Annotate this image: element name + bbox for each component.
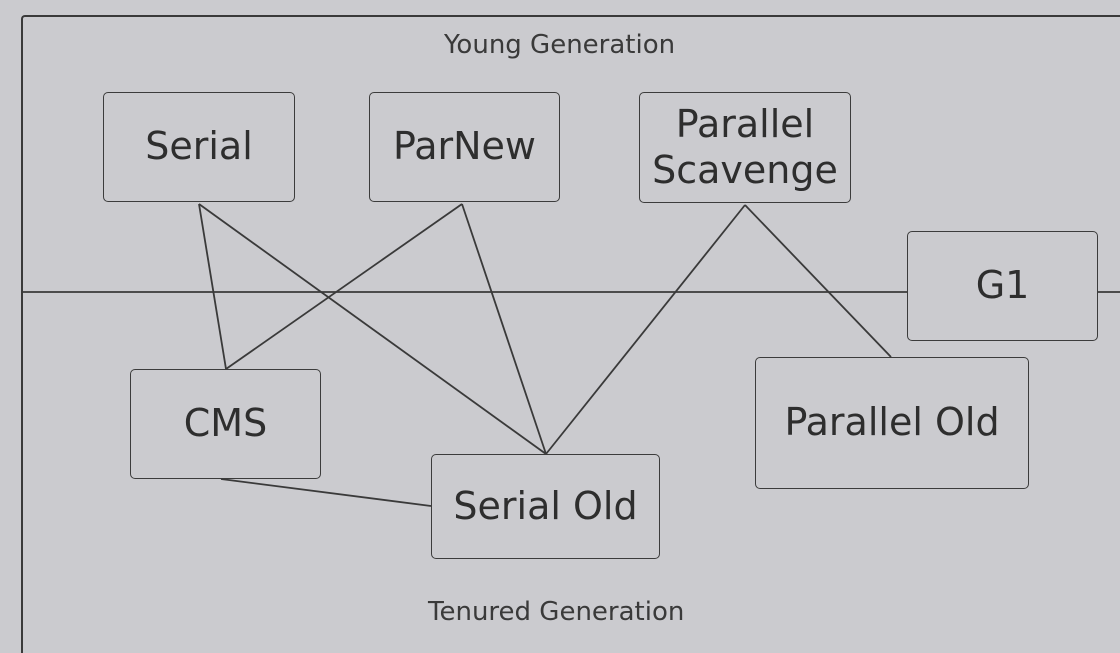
young-generation-label: Young Generation xyxy=(444,30,676,60)
connection-parallel-scavenge-to-serial-old xyxy=(545,204,746,455)
cms-collector-box[interactable]: CMS xyxy=(130,369,321,479)
serial-old-collector-box[interactable]: Serial Old xyxy=(431,454,660,559)
cms-label: CMS xyxy=(183,401,268,446)
connection-parnew-to-cms xyxy=(225,203,463,370)
parallel-scavenge-label: Parallel Scavenge xyxy=(652,101,838,192)
connection-serial-to-serial-old xyxy=(198,203,547,455)
serial-label: Serial xyxy=(145,124,253,169)
diagram-frame xyxy=(21,15,1120,653)
parallel-old-label: Parallel Old xyxy=(784,400,1000,445)
parnew-collector-box[interactable]: ParNew xyxy=(369,92,560,202)
parallel-old-collector-box[interactable]: Parallel Old xyxy=(755,357,1029,489)
tenured-generation-label: Tenured Generation xyxy=(428,597,685,627)
parnew-label: ParNew xyxy=(392,124,536,169)
connection-parnew-to-serial-old xyxy=(461,203,547,455)
connection-cms-to-serial-old xyxy=(220,478,432,507)
connection-lines xyxy=(198,203,892,507)
connection-serial-to-cms xyxy=(198,203,227,370)
g1-label: G1 xyxy=(975,263,1030,308)
parallel-scavenge-collector-box[interactable]: Parallel Scavenge xyxy=(639,92,851,203)
connection-parallel-scavenge-to-parallel-old xyxy=(744,204,892,358)
serial-collector-box[interactable]: Serial xyxy=(103,92,295,202)
g1-collector-box[interactable]: G1 xyxy=(907,231,1098,341)
serial-old-label: Serial Old xyxy=(453,483,638,528)
